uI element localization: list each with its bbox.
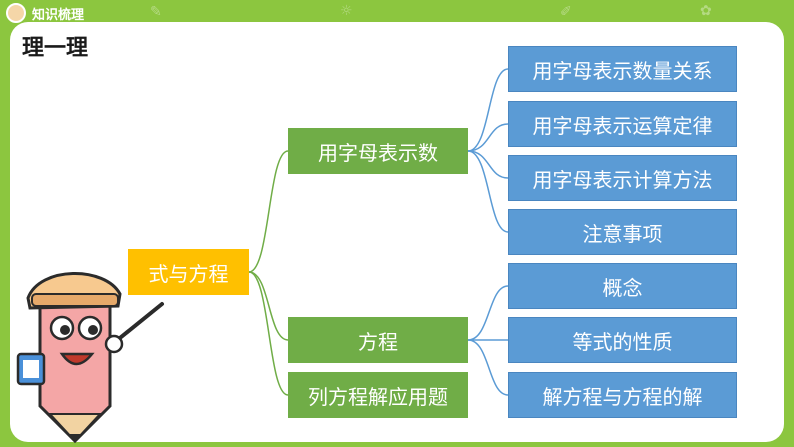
node-leaf-1-1: 用字母表示数量关系 xyxy=(508,46,737,92)
avatar-badge-icon xyxy=(6,3,26,23)
node-branch-3: 列方程解应用题 xyxy=(288,372,468,418)
connector-branch-1-leaf-4 xyxy=(467,150,509,233)
connector-branch-2-leaf-3 xyxy=(467,339,509,396)
doodle-icon: ✐ xyxy=(560,4,572,20)
doodle-icon: ☼ xyxy=(340,3,353,19)
section-title: 知识梳理 xyxy=(32,8,85,23)
node-leaf-2-1: 概念 xyxy=(508,263,737,309)
connector-branch-1-leaf-3 xyxy=(467,150,509,179)
node-leaf-1-2: 用字母表示运算定律 xyxy=(508,101,737,147)
node-leaf-1-3: 用字母表示计算方法 xyxy=(508,155,737,201)
connector-root-branch-1 xyxy=(248,150,289,273)
node-leaf-1-4: 注意事项 xyxy=(508,209,737,255)
node-root: 式与方程 xyxy=(128,249,249,295)
node-branch-2: 方程 xyxy=(288,317,468,363)
connector-branch-1-leaf-2 xyxy=(467,123,509,152)
pencil-teacher-mascot xyxy=(16,272,164,444)
page-title: 理一理 xyxy=(22,36,89,61)
node-leaf-2-3: 解方程与方程的解 xyxy=(508,372,737,418)
connector-branch-1-leaf-1 xyxy=(467,68,509,152)
connector-root-branch-3 xyxy=(248,271,289,396)
doodle-icon: ✎ xyxy=(150,4,162,20)
node-leaf-2-2: 等式的性质 xyxy=(508,317,737,363)
node-branch-1: 用字母表示数 xyxy=(288,128,468,174)
connector-branch-2-leaf-1 xyxy=(467,285,509,341)
connector-root-branch-2 xyxy=(248,271,289,341)
top-bar: 知识梳理 xyxy=(0,0,794,26)
doodle-icon: ✿ xyxy=(700,3,712,19)
